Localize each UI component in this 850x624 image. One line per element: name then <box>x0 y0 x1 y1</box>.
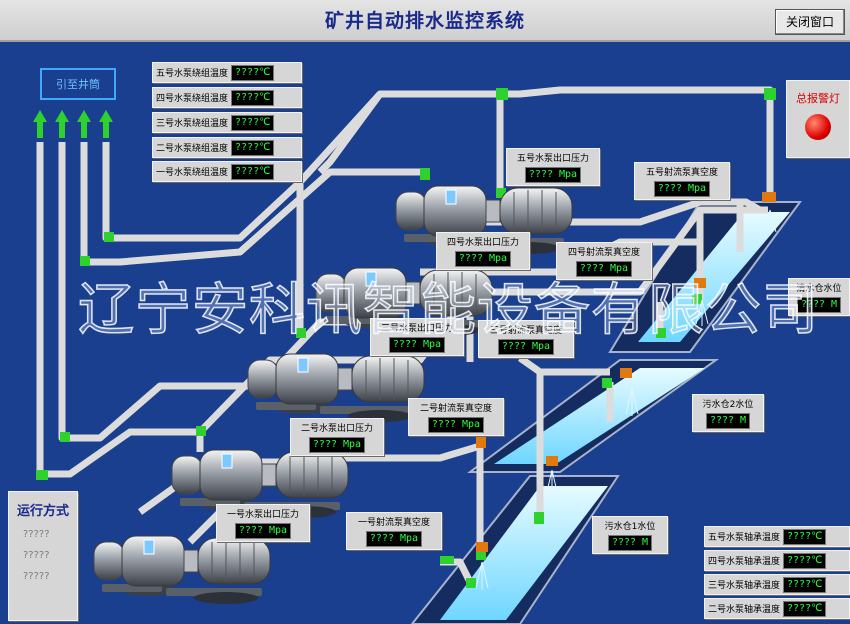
outlet-pressure-1: 一号水泵出口压力 ???? Mpa <box>216 504 310 542</box>
ejector-vacuum-4-label: 四号射流泵真空度 <box>567 248 640 258</box>
sewage-2-level-value: ???? M <box>705 413 751 429</box>
run-mode-panel: 运行方式 ????? ????? ????? <box>8 491 78 621</box>
sewage-1-level-value: ???? M <box>607 535 653 551</box>
ejector-vacuum-3: 三号射流泵真空度 ???? Mpa <box>478 320 574 358</box>
arrow-up-icons <box>33 110 113 138</box>
process-diagram: 引至井筒 五号水泵绕组温度 ????℃ 四号水泵绕组温度 ????℃ 三号水泵绕… <box>0 42 850 624</box>
outlet-pressure-2-label: 二号水泵出口压力 <box>300 424 373 434</box>
ejector-vacuum-3-value: ???? Mpa <box>497 339 555 355</box>
winding-temp-4-value: ????℃ <box>231 89 275 106</box>
outlet-pressure-1-label: 一号水泵出口压力 <box>226 510 299 520</box>
outlet-pressure-3-value: ???? Mpa <box>388 337 446 353</box>
winding-temp-1-value: ????℃ <box>231 163 275 180</box>
bearing-temp-4-value: ????℃ <box>783 552 827 569</box>
pipe-elbows <box>36 88 776 588</box>
ejector-vacuum-4: 四号射流泵真空度 ???? Mpa <box>556 242 652 280</box>
bearing-temp-5-value: ????℃ <box>783 528 827 545</box>
sewage-tank-1 <box>410 475 620 624</box>
clear-water-level-label: 清水仓水位 <box>796 284 842 294</box>
route-to-shaft-button[interactable]: 引至井筒 <box>40 68 116 100</box>
ejector-vacuum-2: 二号射流泵真空度 ???? Mpa <box>408 398 504 436</box>
ejector-vacuum-1-label: 一号射流泵真空度 <box>357 518 430 528</box>
winding-temp-4-label: 四号水泵绕组温度 <box>156 94 229 104</box>
ejector-vacuum-1: 一号射流泵真空度 ???? Mpa <box>346 512 442 550</box>
winding-temp-4: 四号水泵绕组温度 ????℃ <box>152 87 302 108</box>
outlet-pressure-4-value: ???? Mpa <box>454 251 512 267</box>
winding-temp-2: 二号水泵绕组温度 ????℃ <box>152 137 302 158</box>
close-window-button[interactable]: 关闭窗口 <box>775 9 845 35</box>
outlet-pressure-3: 三号水泵出口压力 ???? Mpa <box>370 318 464 356</box>
bearing-temp-3-value: ????℃ <box>783 576 827 593</box>
bearing-temp-3: 三号水泵轴承温度 ????℃ <box>704 574 850 595</box>
sewage-2-level-label: 污水仓2水位 <box>702 400 754 410</box>
winding-temp-3-value: ????℃ <box>231 114 275 131</box>
bearing-temp-3-label: 三号水泵轴承温度 <box>708 581 781 591</box>
clear-water-level-value: ???? M <box>796 297 842 313</box>
winding-temp-2-label: 二号水泵绕组温度 <box>156 144 229 154</box>
winding-temp-1: 一号水泵绕组温度 ????℃ <box>152 161 302 182</box>
pump-station-schematic <box>33 86 802 624</box>
ejector-vacuum-5-label: 五号射流泵真空度 <box>645 168 718 178</box>
pump-1[interactable] <box>93 535 271 605</box>
outlet-pressure-2: 二号水泵出口压力 ???? Mpa <box>290 418 384 456</box>
outlet-pressure-4: 四号水泵出口压力 ???? Mpa <box>436 232 530 270</box>
outlet-pressure-4-label: 四号水泵出口压力 <box>446 238 519 248</box>
run-mode-value: ????? <box>23 550 50 561</box>
ejector-vacuum-4-value: ???? Mpa <box>575 261 633 277</box>
run-mode-title: 运行方式 <box>16 504 69 519</box>
sewage-1-level-label: 污水仓1水位 <box>604 522 656 532</box>
winding-temp-1-label: 一号水泵绕组温度 <box>156 168 229 178</box>
bearing-temp-2-label: 二号水泵轴承温度 <box>708 605 781 615</box>
sewage-tank-2 <box>466 359 720 473</box>
ejector-vacuum-2-label: 二号射流泵真空度 <box>419 404 492 414</box>
bearing-temp-4-label: 四号水泵轴承温度 <box>708 557 781 567</box>
title-bar: 矿井自动排水监控系统 关闭窗口 <box>0 0 850 42</box>
ejector-vacuum-5-value: ???? Mpa <box>653 181 711 197</box>
winding-temp-3-label: 三号水泵绕组温度 <box>156 119 229 129</box>
outlet-pressure-3-label: 三号水泵出口压力 <box>380 324 453 334</box>
spray-nozzles <box>475 209 777 590</box>
bearing-temp-2-value: ????℃ <box>783 600 827 617</box>
run-mode-value: ????? <box>23 571 50 582</box>
winding-temp-3: 三号水泵绕组温度 ????℃ <box>152 112 302 133</box>
sewage-1-level: 污水仓1水位 ???? M <box>592 516 668 554</box>
winding-temp-5: 五号水泵绕组温度 ????℃ <box>152 62 302 83</box>
outlet-pressure-1-value: ???? Mpa <box>234 523 292 539</box>
valves <box>476 192 776 552</box>
winding-temp-5-value: ????℃ <box>231 64 275 81</box>
outlet-pressure-5: 五号水泵出口压力 ???? Mpa <box>506 148 600 186</box>
ejector-vacuum-5: 五号射流泵真空度 ???? Mpa <box>634 162 730 200</box>
outlet-pressure-5-value: ???? Mpa <box>524 167 582 183</box>
outlet-pressure-2-value: ???? Mpa <box>308 437 366 453</box>
bearing-temp-2: 二号水泵轴承温度 ????℃ <box>704 598 850 619</box>
bearing-temp-5-label: 五号水泵轴承温度 <box>708 533 781 543</box>
master-alarm-label: 总报警灯 <box>796 92 840 105</box>
bearing-temp-5: 五号水泵轴承温度 ????℃ <box>704 526 850 547</box>
outlet-pressure-5-label: 五号水泵出口压力 <box>516 154 589 164</box>
bearing-temp-4: 四号水泵轴承温度 ????℃ <box>704 550 850 571</box>
master-alarm: 总报警灯 <box>786 80 850 158</box>
ejector-vacuum-3-label: 三号射流泵真空度 <box>489 326 562 336</box>
pump-3[interactable] <box>247 353 425 423</box>
winding-temp-2-value: ????℃ <box>231 139 275 156</box>
window-title: 矿井自动排水监控系统 <box>324 10 525 32</box>
run-mode-value: ????? <box>23 529 50 540</box>
sewage-2-level: 污水仓2水位 ???? M <box>692 394 764 432</box>
ejector-vacuum-1-value: ???? Mpa <box>365 531 423 547</box>
ejector-vacuum-2-value: ???? Mpa <box>427 417 485 433</box>
clear-water-level: 清水仓水位 ???? M <box>788 278 850 316</box>
winding-temp-5-label: 五号水泵绕组温度 <box>156 69 229 79</box>
alarm-lamp-icon <box>805 114 831 140</box>
